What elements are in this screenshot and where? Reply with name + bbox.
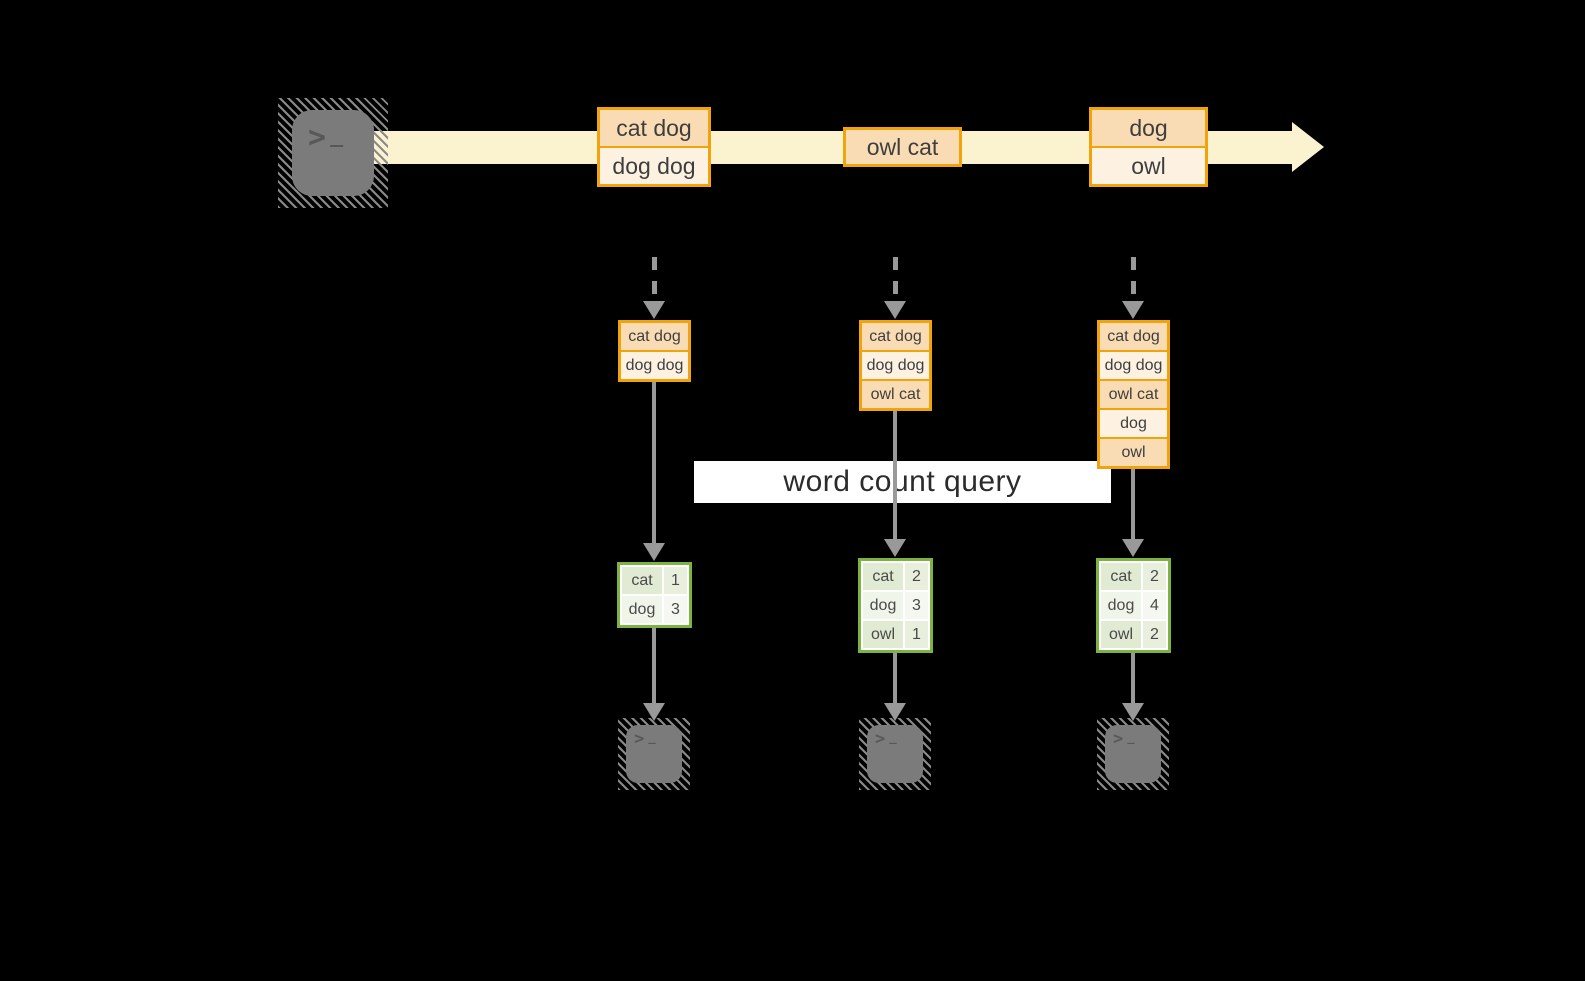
- terminal-prompt-icon: >_: [875, 729, 897, 749]
- buffer-cell: owl cat: [1100, 379, 1167, 408]
- count-cell: 2: [1143, 621, 1166, 648]
- count-cell: 1: [905, 621, 928, 648]
- buffer-cell: dog: [1100, 408, 1167, 437]
- output-arrow-3-head-icon: [1122, 703, 1144, 721]
- buffer-cell: dog dog: [621, 350, 688, 379]
- word-cell: cat: [622, 567, 662, 594]
- terminal-screen: >_: [626, 725, 682, 783]
- batch-arrow-2-head-icon: [884, 301, 906, 319]
- count-cell: 4: [1143, 592, 1166, 619]
- query-banner: word count query: [694, 461, 1111, 503]
- buffer-cell: owl: [1100, 437, 1167, 466]
- word-cell: cat: [1101, 563, 1141, 590]
- batch-arrow-3-head-icon: [1122, 301, 1144, 319]
- sink-terminal-icon-2: >_: [859, 718, 931, 790]
- word-cell: dog: [1101, 592, 1141, 619]
- batch-arrow-1-head-icon: [643, 301, 665, 319]
- word-cell: dog: [622, 596, 662, 623]
- stream-event-cell: dog: [1092, 110, 1205, 146]
- buffer-cell: dog dog: [1100, 350, 1167, 379]
- terminal-prompt-icon: >_: [634, 729, 656, 749]
- count-cell: 2: [905, 563, 928, 590]
- count-cell: 1: [664, 567, 687, 594]
- stream-event-cell: dog dog: [600, 146, 708, 184]
- buffer-cell: dog dog: [862, 350, 929, 379]
- terminal-screen: >_: [1105, 725, 1161, 783]
- stream-event-cell: owl: [1092, 146, 1205, 184]
- count-cell: 3: [664, 596, 687, 623]
- terminal-prompt-icon: >_: [308, 120, 344, 155]
- query-arrow-3: [1131, 467, 1135, 540]
- query-arrow-2: [893, 410, 897, 540]
- stream-event-cell: owl cat: [846, 130, 959, 164]
- buffer-cell: cat dog: [1100, 323, 1167, 350]
- batch-arrow-3: [1131, 257, 1136, 303]
- buffer-cell: owl cat: [862, 379, 929, 408]
- source-terminal-icon: >_: [278, 98, 388, 208]
- word-count-table-1: cat 1 dog 3: [617, 562, 692, 628]
- output-arrow-1: [652, 628, 656, 704]
- stream-event-cell: cat dog: [600, 110, 708, 146]
- output-arrow-3: [1131, 653, 1135, 704]
- query-arrow-1: [652, 381, 656, 544]
- word-cell: owl: [863, 621, 903, 648]
- output-arrow-2-head-icon: [884, 703, 906, 721]
- word-count-table-3: cat 2 dog 4 owl 2: [1096, 558, 1171, 653]
- batch-arrow-2: [893, 257, 898, 303]
- buffer-cell: cat dog: [862, 323, 929, 350]
- query-arrow-3-head-icon: [1122, 539, 1144, 557]
- stream-arrow-head-icon: [1292, 122, 1324, 172]
- count-cell: 2: [1143, 563, 1166, 590]
- output-arrow-2: [893, 653, 897, 704]
- stream-event-box-2: owl cat: [843, 127, 962, 167]
- event-buffer-2: cat dog dog dog owl cat: [859, 320, 932, 411]
- event-buffer-1: cat dog dog dog: [618, 320, 691, 382]
- query-banner-label: word count query: [783, 465, 1022, 498]
- word-count-table-2: cat 2 dog 3 owl 1: [858, 558, 933, 653]
- terminal-screen: >_: [292, 110, 374, 196]
- count-cell: 3: [905, 592, 928, 619]
- event-buffer-3: cat dog dog dog owl cat dog owl: [1097, 320, 1170, 469]
- word-cell: dog: [863, 592, 903, 619]
- query-arrow-2-head-icon: [884, 539, 906, 557]
- query-arrow-1-head-icon: [643, 543, 665, 561]
- sink-terminal-icon-1: >_: [618, 718, 690, 790]
- sink-terminal-icon-3: >_: [1097, 718, 1169, 790]
- terminal-prompt-icon: >_: [1113, 729, 1135, 749]
- stream-event-box-3: dog owl: [1089, 107, 1208, 187]
- batch-arrow-1: [652, 257, 657, 303]
- stream-event-box-1: cat dog dog dog: [597, 107, 711, 187]
- buffer-cell: cat dog: [621, 323, 688, 350]
- output-arrow-1-head-icon: [643, 703, 665, 721]
- terminal-screen: >_: [867, 725, 923, 783]
- word-cell: owl: [1101, 621, 1141, 648]
- word-cell: cat: [863, 563, 903, 590]
